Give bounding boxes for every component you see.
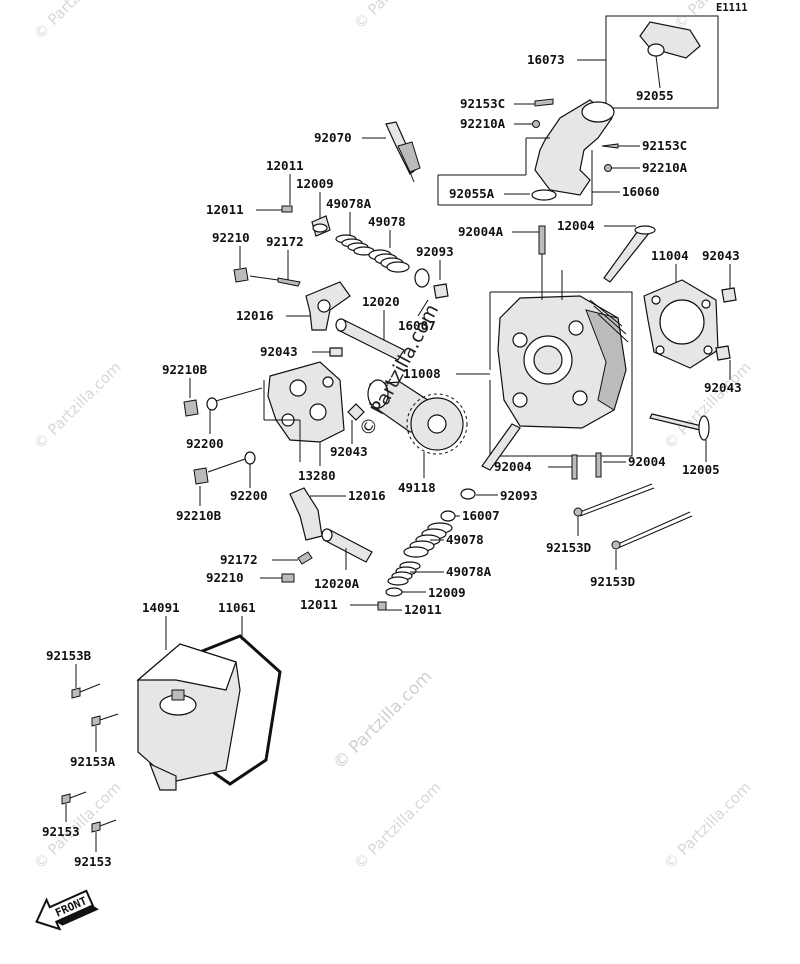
watermark-5: © Partzilla.com bbox=[660, 358, 755, 453]
gasket-callout-box bbox=[605, 15, 719, 109]
intake-assembly: 16073 92055 92153C 92210A 92153C 92210A … bbox=[437, 15, 719, 206]
label-92172-b: 92172 bbox=[220, 552, 258, 567]
diagram-code: E1111 bbox=[716, 2, 748, 14]
label-92043-a: 92043 bbox=[702, 248, 740, 263]
label-92153D-b: 92153D bbox=[590, 574, 635, 589]
label-12009-b: 12009 bbox=[428, 585, 466, 600]
intake-pipe-shape bbox=[534, 99, 613, 196]
label-49118: 49118 bbox=[398, 480, 436, 495]
label-49078A-b: 49078A bbox=[446, 564, 492, 579]
label-49078-a: 49078 bbox=[368, 214, 406, 229]
label-12005: 12005 bbox=[682, 462, 720, 477]
label-11008: 11008 bbox=[403, 366, 441, 381]
label-12020A: 12020A bbox=[314, 576, 360, 591]
label-92055: 92055 bbox=[636, 88, 674, 103]
head-bolts: 92153D 92153D bbox=[546, 483, 693, 589]
label-92043-b: 92043 bbox=[260, 344, 298, 359]
watermark-2: © Partzilla.com bbox=[350, 0, 445, 33]
label-92093-b: 92093 bbox=[500, 488, 538, 503]
valve-spring-upper-b bbox=[368, 249, 410, 273]
label-12011-a: 12011 bbox=[266, 158, 304, 173]
label-12011-b: 12011 bbox=[206, 202, 244, 217]
label-12004: 12004 bbox=[557, 218, 595, 233]
label-92004A: 92004A bbox=[458, 224, 504, 239]
front-arrow-icon: FRONT bbox=[35, 889, 99, 931]
label-16007-a: 16007 bbox=[398, 318, 436, 333]
label-16060: 16060 bbox=[622, 184, 660, 199]
lower-valve-train: 92093 12016 12020A 16007 49078 49078A bbox=[206, 487, 538, 617]
label-49078A-a: 49078A bbox=[326, 196, 372, 211]
camshaft: 92043 49118 bbox=[330, 379, 468, 495]
watermark-7: © Partzilla.com bbox=[350, 778, 445, 873]
camshaft-holder-body bbox=[267, 361, 345, 443]
label-92153A: 92153A bbox=[70, 754, 116, 769]
camshaft-holder: 92210B 92200 13280 92200 92210B bbox=[162, 361, 345, 523]
label-92210A-b: 92210A bbox=[642, 160, 688, 175]
label-92210B-a: 92210B bbox=[162, 362, 208, 377]
intake-valve bbox=[603, 227, 651, 283]
valve-spring-lower-a bbox=[403, 522, 453, 558]
cylinder-head: 92004A 12004 11008 92004 92004 bbox=[403, 218, 666, 480]
label-92153-b: 92153 bbox=[74, 854, 112, 869]
label-92200-b: 92200 bbox=[230, 488, 268, 503]
cam-sprocket bbox=[406, 393, 468, 455]
label-92153-a: 92153 bbox=[42, 824, 80, 839]
label-16073: 16073 bbox=[527, 52, 565, 67]
label-92210: 92210 bbox=[212, 230, 250, 245]
label-92043-d: 92043 bbox=[330, 444, 368, 459]
spark-plug: 92070 bbox=[314, 121, 421, 183]
valve-spring-upper-a bbox=[335, 234, 375, 256]
label-49078-b: 49078 bbox=[446, 532, 484, 547]
label-14091: 14091 bbox=[142, 600, 180, 615]
label-92210-b: 92210 bbox=[206, 570, 244, 585]
label-92043-c: 92043 bbox=[704, 380, 742, 395]
label-92070: 92070 bbox=[314, 130, 352, 145]
label-11004: 11004 bbox=[651, 248, 689, 263]
label-92210B-b: 92210B bbox=[176, 508, 222, 523]
watermark-1: © Partzilla.com bbox=[30, 0, 125, 43]
label-92153D-a: 92153D bbox=[546, 540, 591, 555]
label-92172-a: 92172 bbox=[266, 234, 304, 249]
label-13280: 13280 bbox=[298, 468, 336, 483]
label-12009-a: 12009 bbox=[296, 176, 334, 191]
label-12011-c: 12011 bbox=[300, 597, 338, 612]
watermark-4: © Partzilla.com bbox=[30, 358, 125, 453]
label-92055A: 92055A bbox=[449, 186, 495, 201]
label-16007-b: 16007 bbox=[462, 508, 500, 523]
label-12016-b: 12016 bbox=[348, 488, 386, 503]
label-12020-a: 12020 bbox=[362, 294, 400, 309]
label-11061: 11061 bbox=[218, 600, 256, 615]
label-92153C-a: 92153C bbox=[460, 96, 505, 111]
label-92200-a: 92200 bbox=[186, 436, 224, 451]
valve-spring-lower-b bbox=[387, 561, 421, 586]
label-12016-a: 12016 bbox=[236, 308, 274, 323]
head-gasket: 11004 92043 92043 12005 bbox=[643, 248, 742, 477]
label-92004-a: 92004 bbox=[494, 459, 532, 474]
label-92153C-b: 92153C bbox=[642, 138, 687, 153]
label-92093-a: 92093 bbox=[416, 244, 454, 259]
label-92004-b: 92004 bbox=[628, 454, 666, 469]
rocker-shaft-upper bbox=[337, 319, 405, 361]
head-cover: 14091 11061 92153B 92153A 92153 92153 bbox=[42, 600, 282, 869]
label-92153B: 92153B bbox=[46, 648, 92, 663]
upper-valve-train: 12011 12009 12011 49078A 49078 92210 921… bbox=[206, 158, 454, 361]
label-92210A-a: 92210A bbox=[460, 116, 506, 131]
label-12011-d: 12011 bbox=[404, 602, 442, 617]
watermark-center: © Partzilla.com bbox=[329, 667, 436, 774]
watermark-8: © Partzilla.com bbox=[660, 778, 755, 873]
